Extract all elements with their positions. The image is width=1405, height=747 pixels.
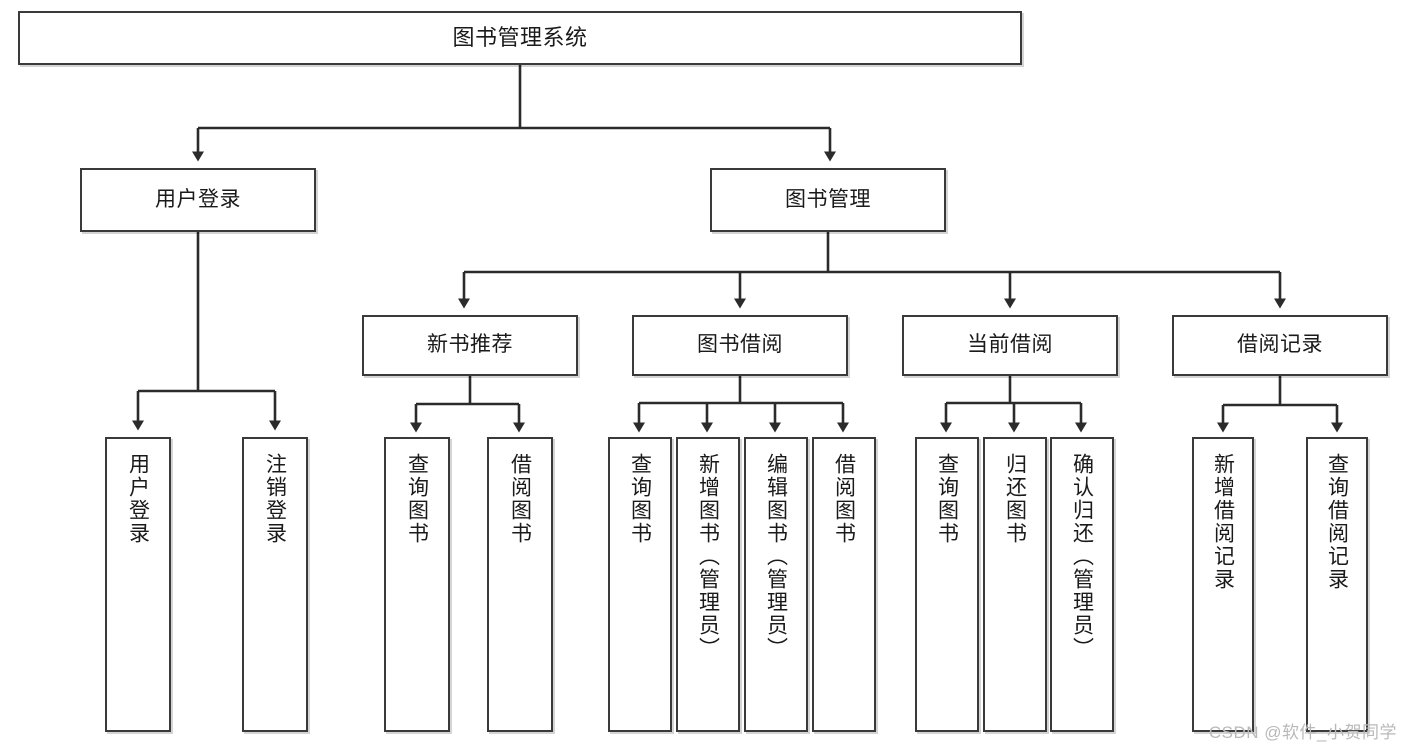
node-leaf-logout-label: 注销登录	[263, 453, 287, 545]
node-leaf-borrow-book-2-label: 借阅图书	[832, 453, 856, 545]
watermark: CSDN @软件_小贺同学	[1208, 723, 1397, 742]
node-book-borrow-label: 图书借阅	[697, 333, 783, 357]
node-new-book-rec[interactable]: 新书推荐	[362, 315, 578, 376]
node-leaf-query-record-label: 查询借阅记录	[1325, 453, 1349, 591]
node-leaf-borrow-book-2[interactable]: 借阅图书	[812, 437, 876, 732]
node-current-borrow-label: 当前借阅	[967, 333, 1053, 357]
node-leaf-confirm-return-label: 确认归还（管理员）	[1070, 453, 1094, 660]
node-leaf-query-book-3[interactable]: 查询图书	[915, 437, 979, 732]
node-leaf-query-book-1-label: 查询图书	[405, 453, 429, 545]
node-leaf-add-record[interactable]: 新增借阅记录	[1192, 437, 1254, 732]
node-leaf-query-book-2[interactable]: 查询图书	[608, 437, 672, 732]
node-leaf-confirm-return[interactable]: 确认归还（管理员）	[1050, 437, 1114, 732]
node-leaf-return-book[interactable]: 归还图书	[983, 437, 1047, 732]
node-user-login[interactable]: 用户登录	[80, 168, 316, 232]
node-leaf-user-login[interactable]: 用户登录	[105, 437, 171, 732]
node-borrow-record-label: 借阅记录	[1237, 333, 1323, 357]
node-book-manage-label: 图书管理	[785, 187, 871, 211]
node-leaf-user-login-label: 用户登录	[126, 453, 150, 545]
node-root-label: 图书管理系统	[452, 25, 588, 51]
node-borrow-record[interactable]: 借阅记录	[1172, 315, 1388, 376]
node-leaf-query-book-1[interactable]: 查询图书	[384, 437, 450, 732]
node-book-manage[interactable]: 图书管理	[710, 168, 946, 232]
node-leaf-add-book-label: 新增图书（管理员）	[696, 453, 720, 660]
node-root[interactable]: 图书管理系统	[18, 11, 1022, 65]
node-book-borrow[interactable]: 图书借阅	[632, 315, 848, 376]
node-leaf-logout[interactable]: 注销登录	[242, 437, 308, 732]
node-leaf-query-book-3-label: 查询图书	[935, 453, 959, 545]
node-leaf-edit-book-label: 编辑图书（管理员）	[764, 453, 788, 660]
node-leaf-add-book[interactable]: 新增图书（管理员）	[676, 437, 740, 732]
node-leaf-borrow-book-1-label: 借阅图书	[508, 453, 532, 545]
node-current-borrow[interactable]: 当前借阅	[902, 315, 1118, 376]
node-leaf-edit-book[interactable]: 编辑图书（管理员）	[744, 437, 808, 732]
node-leaf-return-book-label: 归还图书	[1003, 453, 1027, 545]
node-leaf-borrow-book-1[interactable]: 借阅图书	[487, 437, 553, 732]
node-new-book-rec-label: 新书推荐	[427, 333, 513, 357]
node-leaf-add-record-label: 新增借阅记录	[1211, 453, 1235, 591]
node-leaf-query-book-2-label: 查询图书	[628, 453, 652, 545]
node-user-login-label: 用户登录	[155, 187, 241, 211]
node-leaf-query-record[interactable]: 查询借阅记录	[1306, 437, 1368, 732]
